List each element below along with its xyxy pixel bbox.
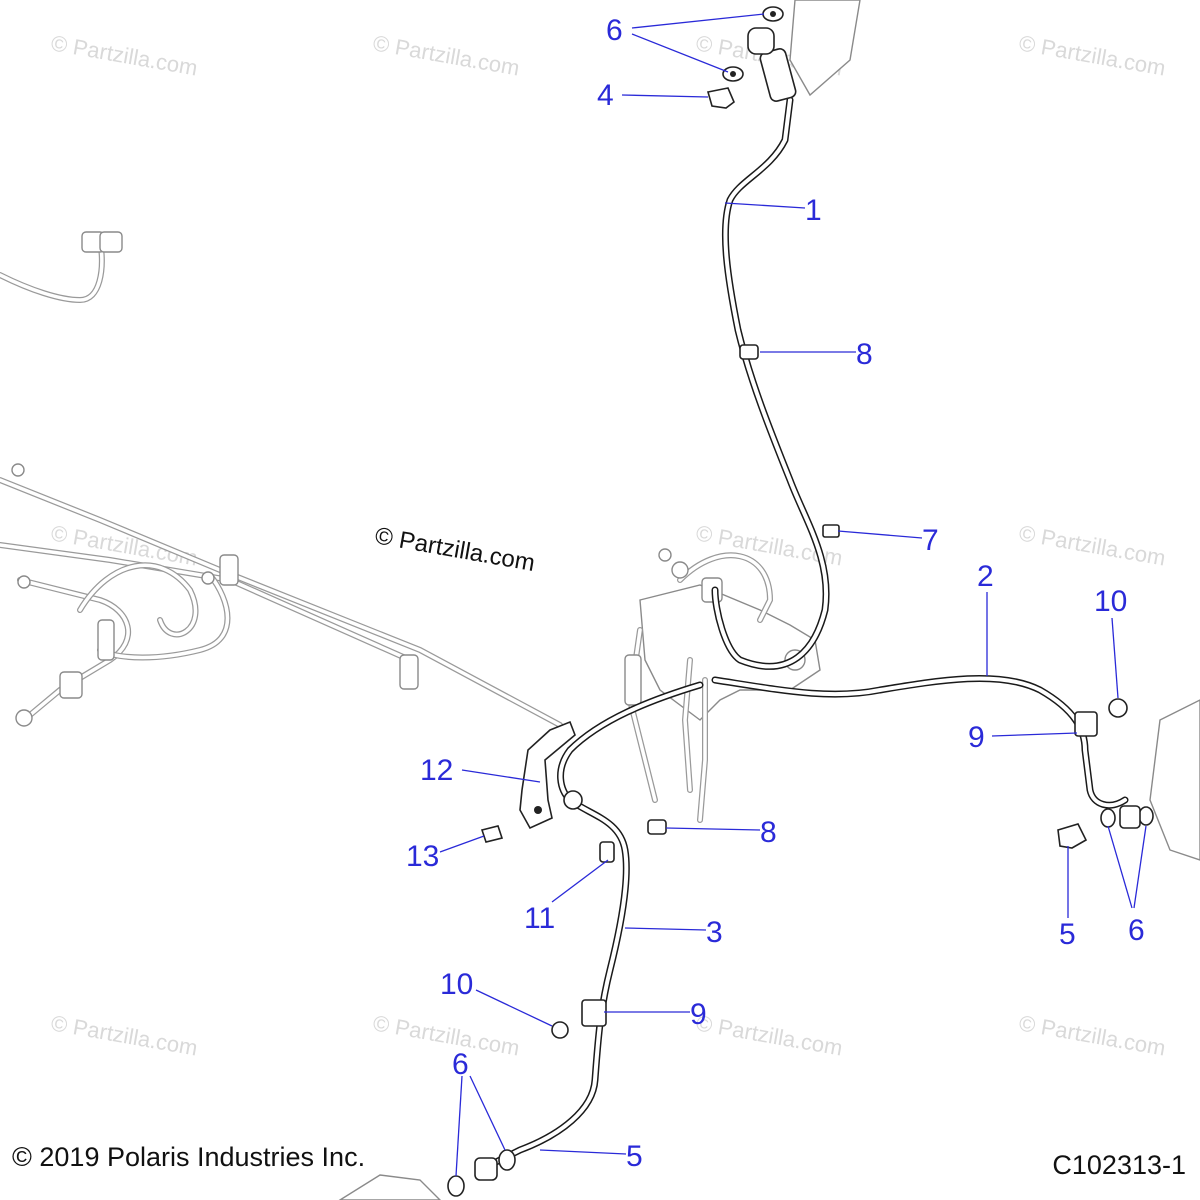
- copyright-notice: © 2019 Polaris Industries Inc.: [12, 1142, 366, 1172]
- line-clip-icon: [739, 344, 759, 360]
- callout-7: 7: [922, 524, 939, 557]
- mounting-bracket-icon: [519, 720, 576, 830]
- line-bracket-icon: [581, 999, 607, 1027]
- callout-8-lower: 8: [760, 816, 777, 849]
- fitting-icon: [624, 654, 642, 706]
- brake-line-3: [338, 681, 704, 1200]
- watermark-layer: © Partzilla.com © Partzilla.com © Partzi…: [49, 30, 1167, 1060]
- brake-line-2: [711, 675, 1200, 861]
- line-clip-icon: [647, 819, 667, 835]
- callout-6-top: 6: [606, 14, 623, 47]
- sealing-washer-icon: [498, 1149, 516, 1171]
- center-watermark: © Partzilla.com: [373, 522, 537, 577]
- sealing-washer-icon: [1100, 808, 1116, 828]
- sealing-washer-icon: [1138, 806, 1154, 826]
- brake-line-1: [711, 0, 861, 670]
- callout-9-lower: 9: [690, 998, 707, 1031]
- clip-icon: [219, 554, 239, 586]
- fitting-icon: [15, 709, 33, 727]
- callout-6-right: 6: [1128, 914, 1145, 947]
- callout-3: 3: [706, 916, 723, 949]
- screw-icon: [480, 825, 504, 843]
- callout-8-upper: 8: [856, 338, 873, 371]
- callout-5-lower: 5: [626, 1140, 643, 1173]
- banjo-bolt-icon: [1119, 805, 1141, 829]
- line-bracket-icon: [1074, 711, 1098, 737]
- watermark-text: © Partzilla.com: [1017, 30, 1167, 80]
- bolt-icon: [1057, 823, 1088, 849]
- bleeder-icon: [658, 548, 672, 562]
- callout-12: 12: [420, 754, 453, 787]
- figure-id: C102313-1: [1052, 1150, 1186, 1180]
- nut-icon: [551, 1021, 569, 1039]
- watermark-text: © Partzilla.com: [371, 1010, 521, 1060]
- banjo-bolt-icon: [474, 1157, 498, 1181]
- fitting-icon: [201, 571, 215, 585]
- watermark-text: © Partzilla.com: [49, 30, 199, 80]
- watermark-text: © Partzilla.com: [1017, 520, 1167, 570]
- line-clip-icon: [563, 790, 583, 810]
- callout-5-right: 5: [1059, 918, 1076, 951]
- fitting-icon: [11, 463, 25, 477]
- watermark-text: © Partzilla.com: [694, 1010, 844, 1060]
- callout-2: 2: [977, 560, 994, 593]
- callout-1: 1: [805, 194, 822, 227]
- clip-icon: [59, 671, 83, 699]
- nut-icon: [1108, 698, 1128, 718]
- callout-10-lower: 10: [440, 968, 473, 1001]
- callout-6-lower: 6: [452, 1048, 469, 1081]
- callout-11: 11: [524, 902, 555, 935]
- fitting-icon: [99, 231, 123, 253]
- callout-10-right: 10: [1094, 585, 1127, 618]
- leader-lines: [439, 13, 1147, 1177]
- callout-9-right: 9: [968, 721, 985, 754]
- bolt-icon: [706, 87, 735, 109]
- callout-4: 4: [597, 79, 614, 112]
- banjo-bolt-icon: [747, 27, 775, 55]
- fitting-icon: [17, 575, 31, 589]
- watermark-text: © Partzilla.com: [1017, 1010, 1167, 1060]
- clip-icon: [399, 654, 419, 690]
- bleeder-valve-icon: [599, 841, 615, 863]
- line-clip-icon: [822, 524, 840, 538]
- clip-icon: [97, 619, 115, 661]
- callout-13: 13: [406, 840, 439, 873]
- bleeder-icon: [671, 561, 689, 579]
- background-lines: [0, 231, 563, 728]
- watermark-text: © Partzilla.com: [371, 30, 521, 80]
- sealing-washer-icon: [447, 1175, 465, 1197]
- watermark-text: © Partzilla.com: [49, 1010, 199, 1060]
